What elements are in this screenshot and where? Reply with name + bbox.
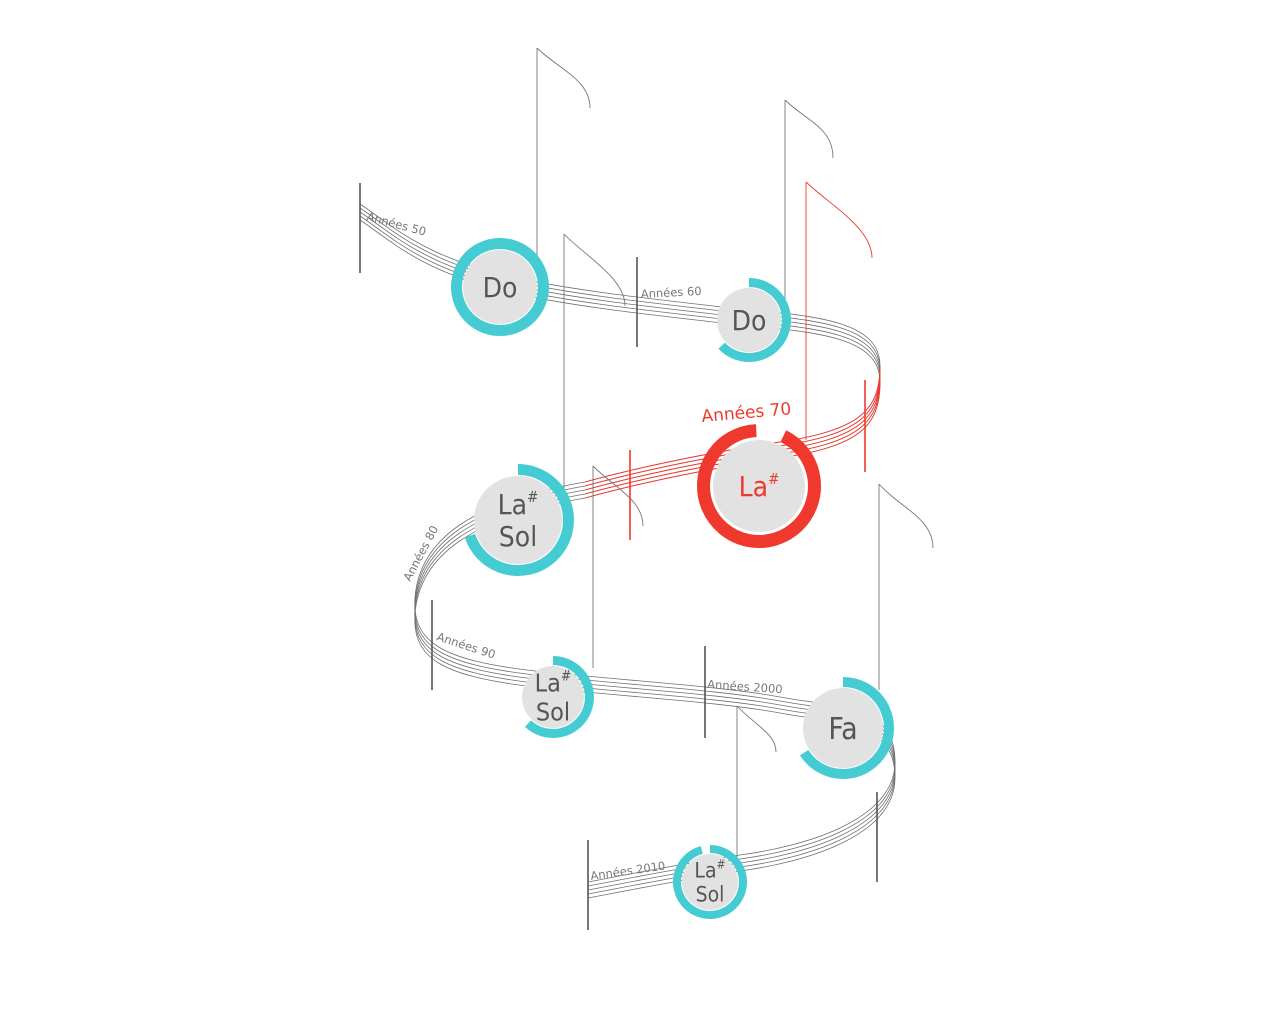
note-flag — [536, 47, 591, 109]
staff-line-path — [359, 215, 896, 895]
note-name: Do — [732, 304, 767, 337]
note-disc — [713, 440, 805, 532]
note-disc — [463, 250, 537, 324]
note-name: Sol — [536, 697, 570, 726]
staff-line — [359, 219, 896, 899]
note-circle-90: La#Sol — [522, 656, 594, 738]
note-ring-arc — [697, 424, 821, 548]
note-name: Sol — [696, 883, 725, 907]
staff-line-highlight-path — [584, 365, 881, 483]
note-circle-70: La# — [697, 424, 821, 548]
note-stems — [536, 47, 934, 858]
note-flag — [878, 483, 934, 549]
note-name: Sol — [499, 520, 537, 553]
period-label-60: Années 60 — [640, 284, 702, 301]
note-circle-50: Do — [451, 238, 549, 336]
period-label-2000: Années 2000 — [707, 677, 783, 696]
note-flag — [736, 705, 777, 753]
note-flag — [563, 233, 626, 307]
music-staff — [359, 203, 896, 899]
note-name: Do — [483, 271, 518, 304]
staff-line-path — [359, 211, 896, 891]
staff-line — [359, 215, 896, 895]
note-circle-60: Do — [717, 278, 791, 362]
staff-line-path — [359, 203, 896, 883]
note-disc — [474, 476, 562, 564]
period-label-80: Années 80 — [400, 523, 441, 583]
note-circle-2010: La#Sol — [673, 845, 748, 919]
note-ring-arc — [524, 656, 594, 738]
staff-line-path — [359, 219, 896, 899]
staff-line — [359, 203, 896, 883]
period-label-70: Années 70 — [701, 399, 792, 427]
note-ring-arc — [718, 278, 791, 362]
note-disc — [717, 288, 781, 352]
note-flag — [592, 465, 644, 527]
period-label-90: Années 90 — [435, 630, 497, 662]
note-disc — [803, 688, 883, 768]
note-name: Fa — [828, 712, 857, 747]
staff-line — [359, 207, 896, 887]
staff-line-highlight — [584, 365, 881, 483]
bar-lines — [359, 183, 878, 930]
note-circle-2000: Fa — [799, 677, 894, 779]
note-circle-80: La#Sol — [464, 464, 574, 576]
note-ring-arc — [451, 238, 549, 336]
note-ring-arc — [799, 677, 894, 779]
note-flag — [784, 99, 834, 159]
staff-line-path — [359, 207, 896, 887]
period-label-50: Années 50 — [365, 209, 427, 238]
note-disc — [522, 666, 584, 728]
note-ring-arc — [673, 845, 748, 919]
period-label-2010: Années 2010 — [589, 859, 666, 883]
note-flag — [805, 181, 873, 259]
note-disc — [682, 854, 738, 910]
note-ring-arc — [464, 464, 574, 576]
staff-line — [359, 211, 896, 891]
